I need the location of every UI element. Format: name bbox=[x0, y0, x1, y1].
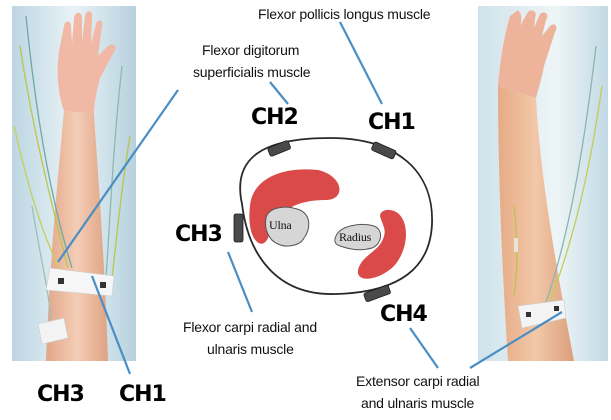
electrodes bbox=[234, 140, 397, 302]
electrode-ch4 bbox=[363, 285, 391, 302]
flexor-carpi-label-line2: ulnaris muscle bbox=[207, 340, 294, 358]
channel-label-ch4: CH4 bbox=[380, 302, 427, 327]
right-forearm-photo bbox=[478, 6, 608, 361]
left-photo-label-ch1: CH1 bbox=[119, 382, 166, 407]
leader-line-extensor-carpi bbox=[410, 328, 438, 368]
electrode-ch3 bbox=[234, 214, 243, 242]
flexor-digitorum-label-line1: Flexor digitorum bbox=[202, 41, 299, 59]
channel-label-ch1: CH1 bbox=[368, 110, 415, 135]
electrode-ch2 bbox=[267, 140, 291, 157]
leader-line-flexor-pollicis bbox=[340, 22, 382, 104]
flexor-muscle-region bbox=[249, 169, 339, 243]
leader-line-flexor-digitorum bbox=[270, 82, 288, 104]
radius-label: Radius bbox=[339, 228, 371, 246]
electrode-ch1 bbox=[371, 141, 397, 159]
left-photo-label-ch3: CH3 bbox=[37, 382, 84, 407]
flexor-digitorum-label-line2: superficialis muscle bbox=[193, 63, 310, 81]
ulna-label: Ulna bbox=[269, 216, 292, 234]
channel-label-ch2: CH2 bbox=[251, 105, 298, 130]
left-forearm-photo bbox=[12, 6, 136, 361]
channel-label-ch3: CH3 bbox=[175, 222, 222, 247]
flexor-carpi-label-line1: Flexor carpi radial and bbox=[183, 318, 317, 336]
leader-line-flexor-carpi bbox=[228, 252, 252, 312]
flexor-pollicis-label: Flexor pollicis longus muscle bbox=[258, 5, 430, 23]
extensor-carpi-label-line2: and ulnaris muscle bbox=[361, 394, 474, 412]
extensor-carpi-label-line1: Extensor carpi radial bbox=[356, 372, 479, 390]
